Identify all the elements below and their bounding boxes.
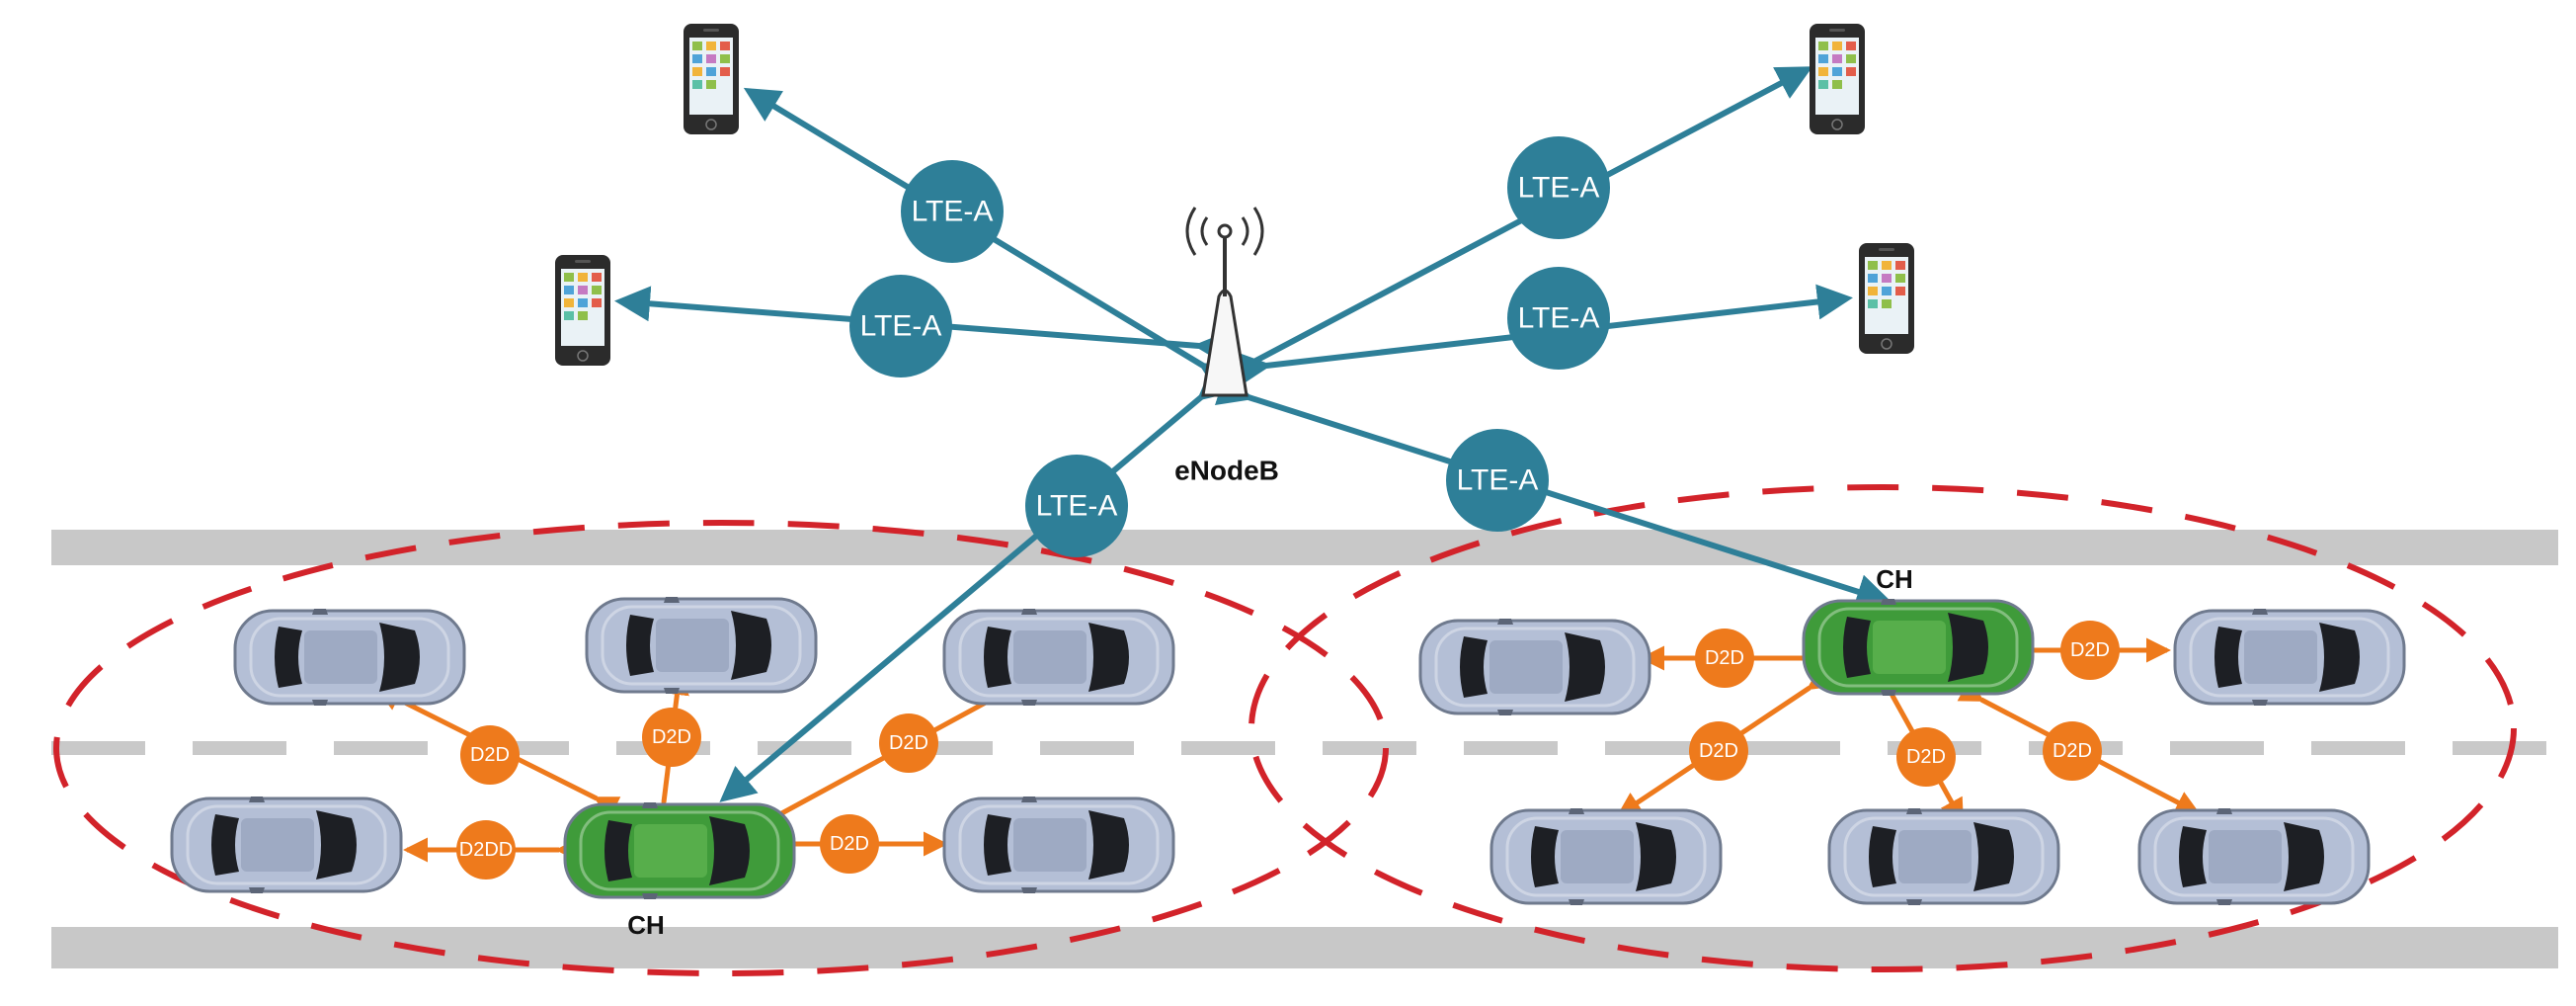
d2d-label-text: D2D <box>2070 639 2110 661</box>
antenna-tower-icon <box>1185 207 1264 397</box>
road-top-band <box>51 530 2558 565</box>
car-icon <box>1827 806 2060 907</box>
lte-label-text: LTE-A <box>1518 302 1600 335</box>
d2d-label-r1: D2D <box>1695 629 1754 688</box>
smartphone-icon <box>554 254 611 367</box>
car-icon <box>2173 607 2406 708</box>
smartphone-icon <box>1858 242 1915 355</box>
car-icon <box>1418 617 1651 717</box>
cluster-head-car-icon <box>563 800 796 901</box>
car-icon <box>942 607 1175 708</box>
lte-label-6: LTE-A <box>1446 429 1549 532</box>
d2d-label-l4: D2DD <box>456 820 516 880</box>
d2d-label-text: D2D <box>889 732 928 754</box>
lte-label-text: LTE-A <box>1457 464 1539 497</box>
lte-link-ch-right <box>1214 371 1892 610</box>
d2d-label-text: D2D <box>1699 740 1738 762</box>
d2d-label-text: D2D <box>830 833 869 855</box>
car-icon <box>1489 806 1723 907</box>
d2d-label-r2: D2D <box>2060 621 2120 680</box>
car-icon <box>2137 806 2371 907</box>
d2d-label-r4: D2D <box>1896 727 1956 787</box>
lte-links <box>614 66 1892 802</box>
lte-label-2: LTE-A <box>849 275 952 377</box>
d2d-label-text: D2D <box>2053 740 2092 762</box>
d2d-label-text: D2DD <box>459 839 513 861</box>
lte-label-5: LTE-A <box>1025 455 1128 557</box>
d2d-label-text: D2D <box>1705 647 1744 669</box>
cluster-head-car-icon <box>1802 597 2035 698</box>
d2d-label-l2: D2D <box>642 708 701 767</box>
lte-label-1: LTE-A <box>901 160 1004 263</box>
smartphone-icon <box>1809 23 1866 135</box>
cluster-head-label-right: CH <box>1876 564 1913 594</box>
lte-link-ch-left <box>719 364 1236 802</box>
car-icon <box>170 795 403 895</box>
d2d-label-l1: D2D <box>460 725 520 785</box>
d2d-label-r3: D2D <box>1689 721 1748 781</box>
lte-label-3: LTE-A <box>1507 136 1610 239</box>
car-icon <box>585 595 818 696</box>
d2d-label-text: D2D <box>1906 746 1946 768</box>
cluster-head-label-left: CH <box>627 910 665 940</box>
d2d-label-text: D2D <box>470 744 510 766</box>
lte-label-text: LTE-A <box>1518 172 1600 205</box>
d2d-label-r5: D2D <box>2043 721 2102 781</box>
d2d-label-l5: D2D <box>820 814 879 874</box>
lte-label-4: LTE-A <box>1507 267 1610 370</box>
lte-label-text: LTE-A <box>1036 490 1118 523</box>
car-icon <box>233 607 466 708</box>
base-station-label: eNodeB <box>1174 456 1279 486</box>
car-icon <box>942 795 1175 895</box>
lte-label-text: LTE-A <box>860 310 942 343</box>
d2d-label-l3: D2D <box>879 713 938 773</box>
d2d-label-text: D2D <box>652 726 691 748</box>
smartphone-icon <box>683 23 740 135</box>
lte-label-text: LTE-A <box>912 196 994 228</box>
